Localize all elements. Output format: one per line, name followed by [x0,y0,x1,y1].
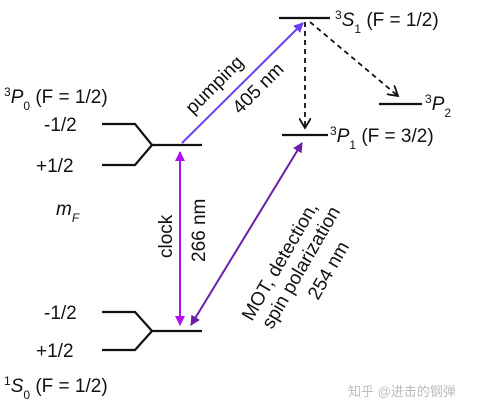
sublevel-3p0-minus: -1/2 [44,115,77,136]
label-3p1: 3P1 (F = 3/2) [330,124,434,152]
sublevel-1s0-plus: +1/2 [36,341,74,362]
clock-wavelength-label: 266 nm [189,199,210,262]
label-3p0: 3P0 (F = 1/2) [4,85,108,113]
watermark: 知乎 @进击的钢弹 [348,384,456,399]
sublevel-3p0-plus: +1/2 [36,156,74,177]
mf-label: mF [56,199,80,225]
level-1s0-split [102,310,202,352]
mot-arrow [190,142,303,326]
decay-arrow-to-3p2 [309,21,398,96]
pumping-arrow [181,22,304,144]
label-3s1: 3S1 (F = 1/2) [335,8,439,36]
level-3p0-split [102,122,202,167]
label-3p2: 3P2 [425,92,451,120]
clock-label: clock [156,214,177,258]
sublevel-1s0-minus: -1/2 [44,303,77,324]
label-1s0: 1S0 (F = 1/2) [4,374,108,402]
